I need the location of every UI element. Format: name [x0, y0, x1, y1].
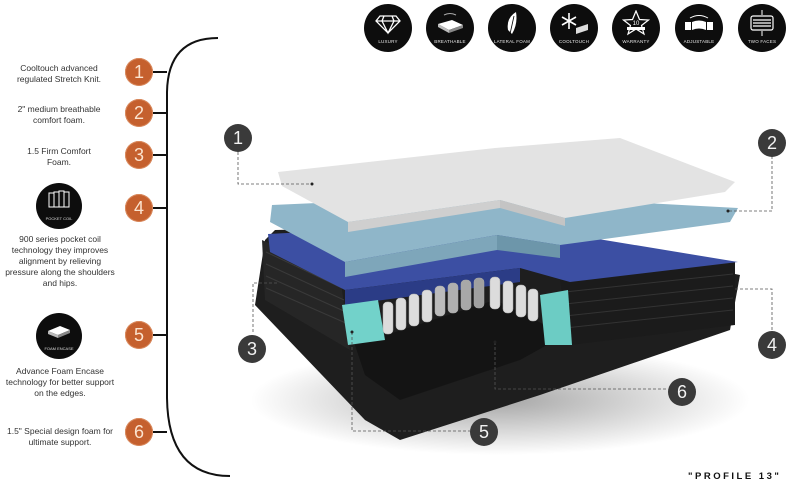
layer-4-badge: 4 — [125, 194, 153, 222]
layer-5-description: Advance Foam Encase technology for bette… — [5, 366, 115, 398]
feather-icon — [507, 12, 517, 35]
feature-two-faces: TWO FACES — [738, 4, 786, 52]
layer-2-badge: 2 — [125, 99, 153, 127]
two-faces-icon — [750, 10, 774, 36]
model-name: "PROFILE 13" — [688, 471, 782, 482]
feature-label: LUXURY — [378, 39, 398, 44]
callout-6: 6 — [668, 378, 696, 406]
feature-label: BREATHABLE — [434, 39, 466, 44]
feature-warranty: 10 WARRANTY — [612, 4, 660, 52]
feature-breathable: BREATHABLE — [426, 4, 474, 52]
adjustable-bed-icon — [685, 15, 713, 30]
layer-1-badge: 1 — [125, 58, 153, 86]
layer-6-description: 1.5" Special design foam for ultimate su… — [6, 426, 114, 447]
feature-cooltouch: COOLTOUCH — [550, 4, 598, 52]
callout-4: 4 — [758, 331, 786, 359]
mattress-air-icon — [438, 13, 463, 33]
callout-5: 5 — [470, 418, 498, 446]
feature-lateral-foam: LATERAL FOAM — [488, 4, 536, 52]
layer-3-description: 1.5 Firm Comfort Foam. — [27, 146, 91, 167]
layer-4-description: 900 series pocket coil technology they i… — [5, 234, 115, 288]
feature-label: TWO FACES — [747, 39, 777, 44]
foam-encase-icon: FOAM ENCASE — [36, 313, 82, 359]
feature-label: ADJUSTABLE — [683, 39, 715, 44]
svg-text:10: 10 — [633, 21, 640, 27]
star-10-icon: 10 — [622, 10, 650, 36]
diamond-icon — [375, 15, 401, 35]
layer-5-badge: 5 — [125, 321, 153, 349]
snowflake-icon — [561, 13, 588, 34]
feature-label: WARRANTY — [622, 39, 650, 44]
callout-3: 3 — [238, 335, 266, 363]
layer-2-description: 2" medium breathable comfort foam. — [17, 104, 101, 125]
feature-luxury: LUXURY — [364, 4, 412, 52]
pocket-coil-label: POCKET COIL — [45, 216, 73, 221]
feature-adjustable: ADJUSTABLE — [675, 4, 723, 52]
feature-label: LATERAL FOAM — [493, 39, 531, 44]
layer-1-description: Cooltouch advanced regulated Stretch Kni… — [16, 63, 102, 84]
callout-1: 1 — [224, 124, 252, 152]
foam-encase-label: FOAM ENCASE — [44, 346, 74, 351]
callout-2: 2 — [758, 129, 786, 157]
pocket-coil-icon: POCKET COIL — [36, 183, 82, 229]
layer-bracket — [152, 37, 231, 477]
layer-3-badge: 3 — [125, 141, 153, 169]
feature-label: COOLTOUCH — [558, 39, 590, 44]
layer-6-badge: 6 — [125, 418, 153, 446]
